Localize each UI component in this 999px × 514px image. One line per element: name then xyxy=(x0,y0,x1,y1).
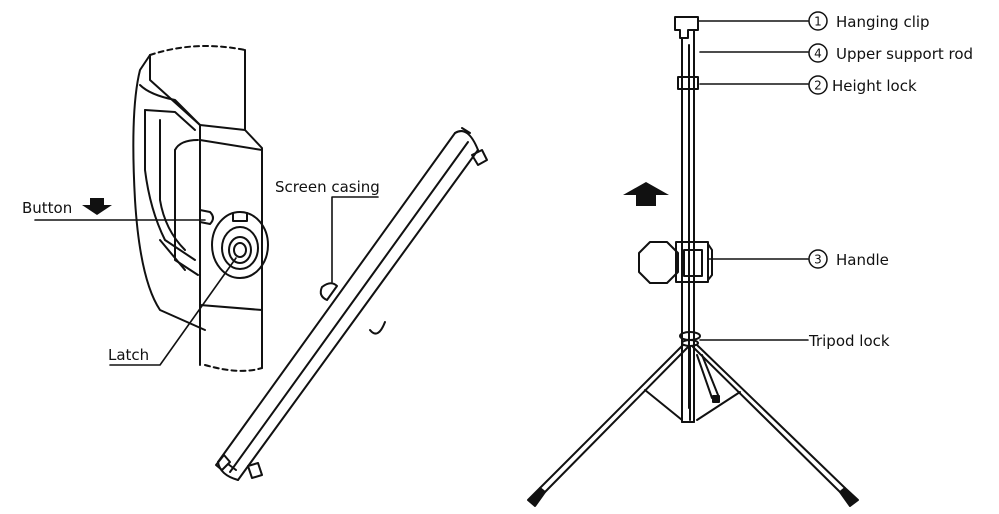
callout-number-circle xyxy=(808,11,828,31)
callout-hanging-clip: 1 Hanging clip xyxy=(808,11,930,31)
latch-leader-line xyxy=(109,257,237,366)
callout-number-circle xyxy=(808,43,828,63)
button-label: Button xyxy=(22,199,72,217)
tripod-lock-label: Tripod lock xyxy=(808,332,890,350)
callout-height-lock: 2 Height lock xyxy=(808,75,917,95)
callout-number: 3 xyxy=(814,253,822,267)
callout-upper-support-rod: 4 Upper support rod xyxy=(808,43,973,63)
up-arrow-icon xyxy=(623,182,669,206)
casing-closeup xyxy=(34,45,269,372)
casing-leader-line xyxy=(331,196,379,283)
callout-label: Hanging clip xyxy=(836,13,930,31)
callout-handle: 3 Handle xyxy=(808,249,889,269)
callout-number-circle xyxy=(808,249,828,269)
callout-label: Height lock xyxy=(832,77,917,95)
callout-number-circle xyxy=(808,75,828,95)
screen-casing-tube xyxy=(215,127,488,481)
tripod-stand xyxy=(527,16,859,507)
down-arrow-icon xyxy=(82,198,112,215)
callout-label: Upper support rod xyxy=(836,45,973,63)
callout-number: 2 xyxy=(814,79,822,93)
screen-casing-label: Screen casing xyxy=(275,178,380,196)
callout-number: 1 xyxy=(814,15,822,29)
callout-label: Handle xyxy=(836,251,889,269)
callout-number: 4 xyxy=(814,47,822,61)
latch-label: Latch xyxy=(108,346,149,364)
